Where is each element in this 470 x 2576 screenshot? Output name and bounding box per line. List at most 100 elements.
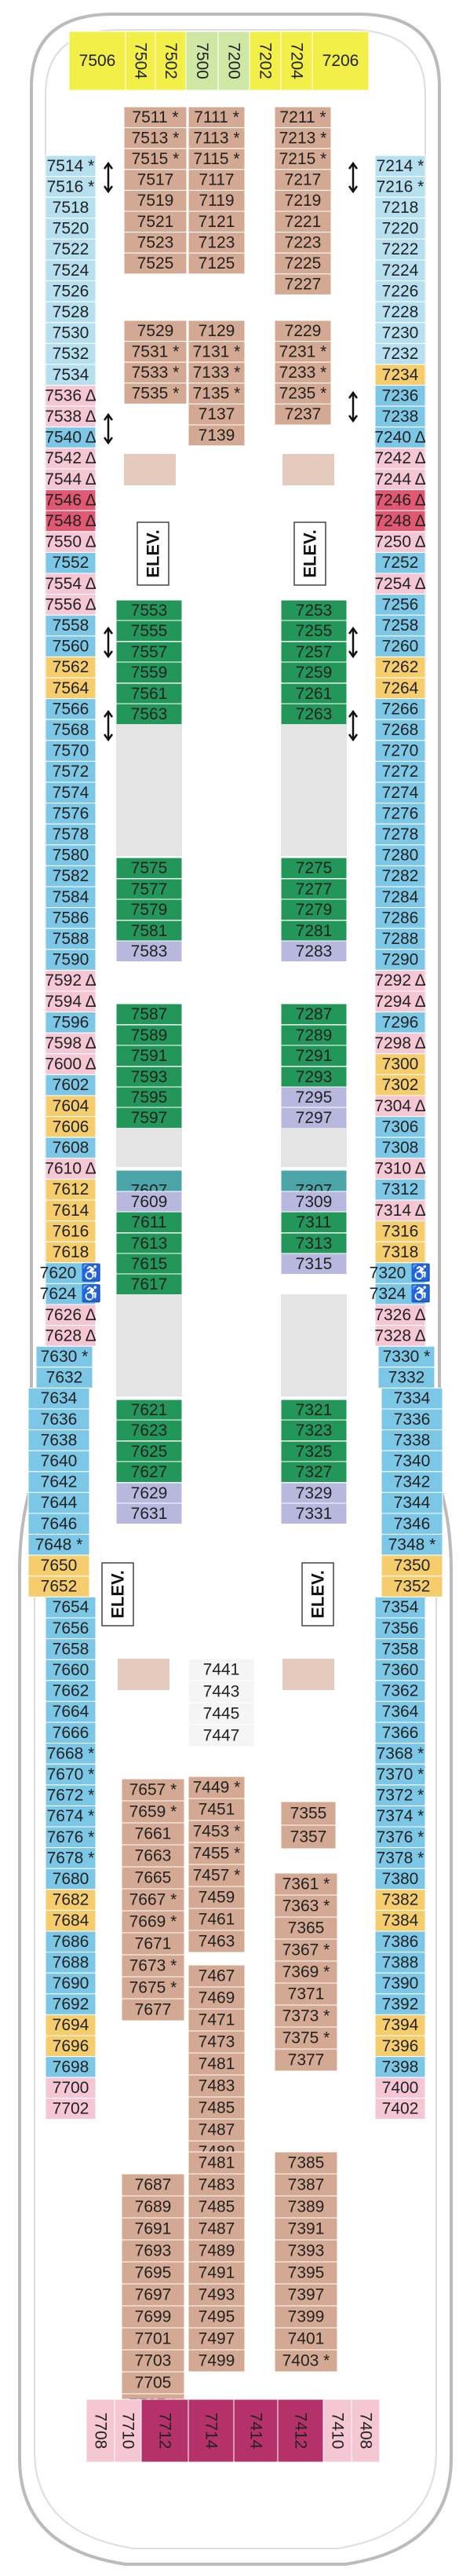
cabin-7610[interactable]: 7610 Δ [45,1158,97,1180]
cabin-7238[interactable]: 7238 [374,405,426,428]
cabin-7449[interactable]: 7449 * [188,1776,246,1799]
cabin-7615[interactable]: 7615 [115,1253,183,1275]
cabin-7687[interactable]: 7687 [121,2173,185,2197]
cabin-7533[interactable]: 7533 * [123,361,188,384]
cabin-7694[interactable]: 7694 [45,2014,97,2036]
cabin-7360[interactable]: 7360 [374,1659,426,1681]
cabin-7236[interactable]: 7236 [374,385,426,407]
cabin-7624[interactable]: 7624 ♿ [40,1283,102,1305]
cabin-7386[interactable]: 7386 [374,1930,426,1953]
cabin-7282[interactable]: 7282 [374,865,426,887]
cabin-7244[interactable]: 7244 Δ [374,468,426,491]
cabin-7575[interactable]: 7575 [115,857,183,880]
cabin-7391[interactable]: 7391 [274,2217,338,2241]
cabin-7455[interactable]: 7455 * [188,1842,246,1865]
cabin-7552[interactable]: 7552 [45,551,97,574]
cabin-7342[interactable]: 7342 [381,1471,443,1493]
cabin-7350[interactable]: 7350 [381,1554,443,1577]
cabin-7659[interactable]: 7659 * [121,1800,185,1824]
cabin-7332[interactable]: 7332 [377,1367,435,1389]
cabin-7617[interactable]: 7617 [115,1273,183,1296]
cabin-7595[interactable]: 7595 [115,1086,183,1109]
cabin-7664[interactable]: 7664 [45,1700,97,1723]
cabin-7325[interactable]: 7325 [280,1440,348,1463]
cabin-7485[interactable]: 7485 [188,2195,246,2219]
cabin-7668[interactable]: 7668 * [45,1743,97,1765]
cabin-7467[interactable]: 7467 [188,1964,246,1988]
cabin-7692[interactable]: 7692 [45,1993,97,2015]
cabin-7698[interactable]: 7698 [45,2056,97,2078]
cabin-7372[interactable]: 7372 * [374,1784,426,1806]
cabin-7297[interactable]: 7297 [280,1107,348,1129]
cabin-7550[interactable]: 7550 Δ [45,531,97,553]
cabin-7119[interactable]: 7119 [188,189,246,212]
cabin-7606[interactable]: 7606 [45,1116,97,1138]
cabin-7663[interactable]: 7663 [121,1844,185,1868]
cabin-7296[interactable]: 7296 [374,1012,426,1034]
cabin-7215[interactable]: 7215 * [274,148,332,170]
cabin-7572[interactable]: 7572 [45,760,97,783]
cabin-7590[interactable]: 7590 [45,949,97,971]
cabin-7268[interactable]: 7268 [374,719,426,741]
cabin-7318[interactable]: 7318 [374,1241,426,1264]
cabin-7658[interactable]: 7658 [45,1638,97,1660]
cabin-7481[interactable]: 7481 [188,2052,246,2076]
cabin-7327[interactable]: 7327 [280,1461,348,1484]
cabin-7354[interactable]: 7354 [374,1596,426,1619]
cabin-7399[interactable]: 7399 [274,2305,338,2329]
cabin-7519[interactable]: 7519 [123,189,188,212]
cabin-7311[interactable]: 7311 [280,1211,348,1234]
cabin-7540[interactable]: 7540 Δ [45,426,97,448]
cabin-7389[interactable]: 7389 [274,2195,338,2219]
cabin-7262[interactable]: 7262 [374,656,426,679]
cabin-7125[interactable]: 7125 [188,252,246,275]
cabin-7412[interactable]: 7412 [277,2399,324,2463]
cabin-7656[interactable]: 7656 [45,1617,97,1640]
cabin-7395[interactable]: 7395 [274,2261,338,2285]
cabin-7491[interactable]: 7491 [188,2261,246,2285]
cabin-7644[interactable]: 7644 [27,1491,90,1514]
cabin-7667[interactable]: 7667 * [121,1888,185,1912]
cabin-7630[interactable]: 7630 * [35,1345,93,1368]
cabin-7135[interactable]: 7135 * [188,382,246,404]
cabin-7691[interactable]: 7691 [121,2217,185,2241]
cabin-7650[interactable]: 7650 [27,1554,90,1577]
cabin-7557[interactable]: 7557 [115,641,183,664]
cabin-7393[interactable]: 7393 [274,2239,338,2263]
cabin-7302[interactable]: 7302 [374,1074,426,1096]
cabin-7542[interactable]: 7542 Δ [45,447,97,470]
cabin-7560[interactable]: 7560 [45,635,97,657]
cabin-7131[interactable]: 7131 * [188,341,246,363]
cabin-7546[interactable]: 7546 Δ [45,489,97,511]
cabin-7502[interactable]: 7502 [155,31,187,91]
cabin-7636[interactable]: 7636 [27,1408,90,1431]
cabin-7515[interactable]: 7515 * [123,148,188,170]
cabin-7594[interactable]: 7594 Δ [45,990,97,1013]
cabin-7263[interactable]: 7263 [280,703,348,726]
cabin-7252[interactable]: 7252 [374,551,426,574]
cabin-7206[interactable]: 7206 [312,31,370,91]
cabin-7204[interactable]: 7204 [280,31,313,91]
cabin-7408[interactable]: 7408 [351,2399,381,2463]
cabin-7686[interactable]: 7686 [45,1930,97,1953]
cabin-7673[interactable]: 7673 * [121,1954,185,1978]
cabin-7371[interactable]: 7371 [274,1982,338,2006]
cabin-7275[interactable]: 7275 [280,857,348,880]
cabin-7340[interactable]: 7340 [381,1450,443,1473]
cabin-7338[interactable]: 7338 [381,1429,443,1451]
cabin-7304[interactable]: 7304 Δ [374,1095,426,1118]
cabin-7690[interactable]: 7690 [45,1972,97,1995]
cabin-7258[interactable]: 7258 [374,614,426,637]
cabin-7570[interactable]: 7570 [45,740,97,762]
cabin-7660[interactable]: 7660 [45,1659,97,1681]
cabin-7500[interactable]: 7500 [185,31,219,91]
cabin-7555[interactable]: 7555 [115,620,183,642]
cabin-7221[interactable]: 7221 [274,210,332,233]
cabin-7457[interactable]: 7457 * [188,1864,246,1887]
cabin-7700[interactable]: 7700 [45,2077,97,2099]
cabin-7566[interactable]: 7566 [45,698,97,720]
cabin-7445[interactable]: 7445 [188,1702,255,1725]
cabin-7346[interactable]: 7346 [381,1513,443,1535]
cabin-7388[interactable]: 7388 [374,1952,426,1974]
cabin-7696[interactable]: 7696 [45,2035,97,2058]
